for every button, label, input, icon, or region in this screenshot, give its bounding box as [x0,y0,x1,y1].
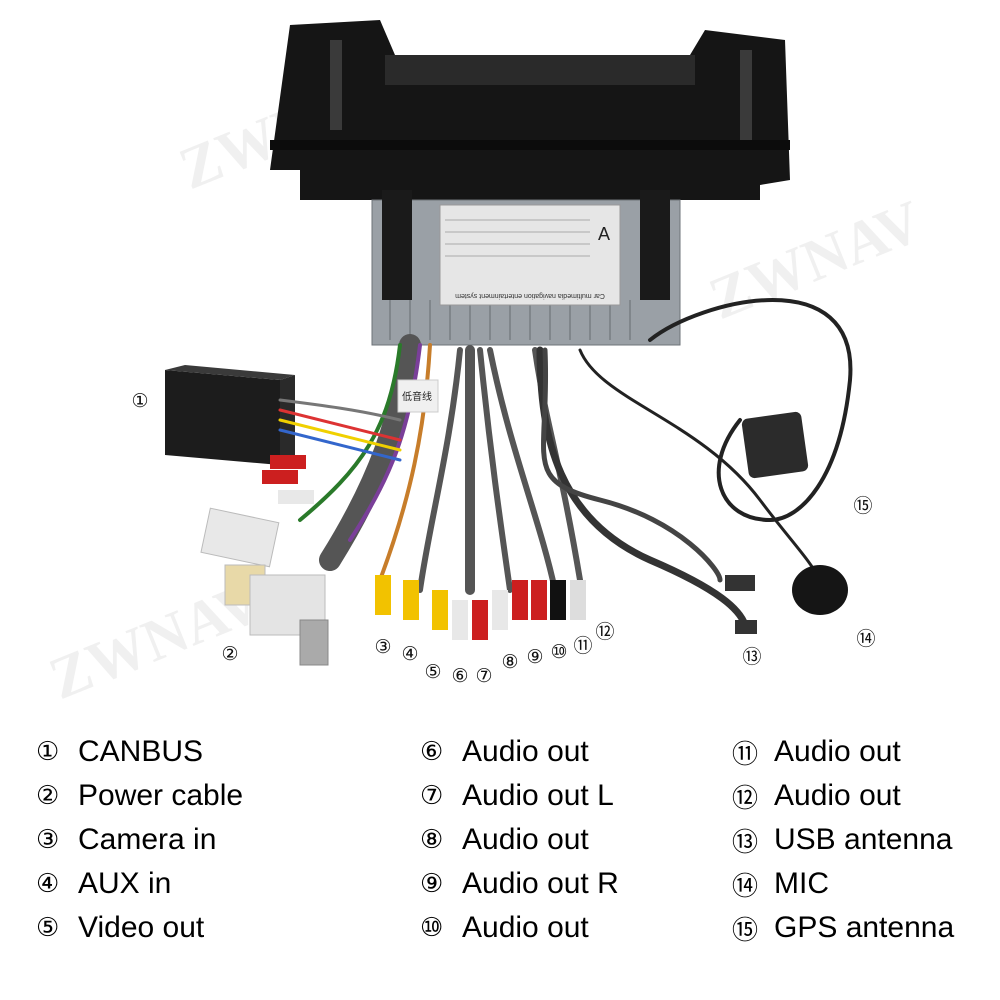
unit-mark: A [598,224,610,244]
legend-label: Audio out [462,823,589,856]
legend-item: ③ Camera in [36,818,243,862]
legend-item: ⑤ Video out [36,906,243,950]
usb-connector [735,620,757,634]
legend-label: Audio out [774,735,901,768]
callout-1: ① [131,390,148,412]
head-unit-chassis: A Car multimedia navigation entertainmen… [371,190,681,346]
product-photo: ZWNAV ZWNAV ZWNAV A Car multimedia navig… [40,20,931,712]
callout-9: ⑨ [526,646,543,668]
legend-item: ⑭ MIC [732,862,954,906]
legend-number: ⑨ [420,869,444,899]
legend-label: GPS antenna [774,911,955,944]
legend-label: Audio out [774,779,901,812]
spec-label-sticker [439,204,621,306]
legend-item: ⑬ USB antenna [732,818,954,862]
legend-number: ③ [36,825,60,855]
legend-number: ⑫ [732,783,759,814]
legend-number: ⑧ [420,825,444,855]
legend-number: ⑤ [36,913,60,943]
microphone [792,565,848,615]
head-unit-bezel [270,20,790,200]
legend-item: ② Power cable [36,774,243,818]
legend-number: ⑮ [732,915,759,946]
callout-11: ⑪ [573,635,592,657]
power-connectors [200,507,329,666]
legend-label: Audio out [462,911,589,944]
callout-14: ⑭ [856,628,875,650]
callout-12: ⑫ [595,621,614,643]
legend-item: ⑩ Audio out [420,906,619,950]
callout-4: ④ [401,643,418,665]
legend-item: ⑮ GPS antenna [732,906,954,950]
callout-8: ⑧ [501,651,518,673]
usb-connector [725,575,755,591]
callout-15: ⑮ [853,495,872,517]
legend-number: ⑥ [420,737,444,767]
legend-number: ② [36,781,60,811]
callout-2: ② [221,643,238,665]
legend-number: ④ [36,869,60,899]
callout-6: ⑥ [451,665,468,687]
canbus-box [165,365,295,465]
legend-column-2: ⑥ Audio out ⑦ Audio out L ⑧ Audio out ⑨ Audi… [420,730,619,950]
legend-label: Video out [78,911,205,944]
legend-number: ⑪ [732,739,759,770]
legend-label: MIC [774,867,829,900]
legend-label: Audio out R [462,867,619,900]
legend-number: ⑦ [420,781,444,811]
legend-number: ⑭ [732,871,759,902]
legend-label: AUX in [78,867,172,900]
rca-plugs [262,455,586,640]
wiring-harness [278,298,853,629]
callout-10: ⑩ [550,641,567,663]
legend-item: ① CANBUS [36,730,243,774]
legend-item: ④ AUX in [36,862,243,906]
legend-item: ⑥ Audio out [420,730,619,774]
cable-tag-text: 低音线 [402,390,432,403]
legend-label: Camera in [78,823,217,856]
callout-7: ⑦ [475,665,492,687]
legend-number: ① [36,737,60,767]
legend-label: USB antenna [774,823,953,856]
legend-label: Audio out L [462,779,614,812]
callout-13: ⑬ [742,646,761,668]
gps-antenna [741,411,809,479]
legend-label: Audio out [462,735,589,768]
legend-label: CANBUS [78,735,204,768]
legend-item: ⑫ Audio out [732,774,954,818]
legend-item: ⑪ Audio out [732,730,954,774]
legend-item: ⑧ Audio out [420,818,619,862]
callout-labels: ① ② ③ ④ ⑤ ⑥ ⑦ ⑧ ⑨ ⑩ ⑪ ⑫ ⑬ ⑭ ⑮ [131,390,875,687]
legend-number: ⑩ [420,913,444,943]
legend-item: ⑨ Audio out R [420,862,619,906]
legend-item: ⑦ Audio out L [420,774,619,818]
cable-tag [397,379,439,413]
callout-3: ③ [374,636,391,658]
legend-number: ⑬ [732,827,759,858]
callout-5: ⑤ [424,661,441,683]
unit-label-text: Car multimedia navigation entertainment … [455,292,605,299]
legend-label: Power cable [78,779,244,812]
